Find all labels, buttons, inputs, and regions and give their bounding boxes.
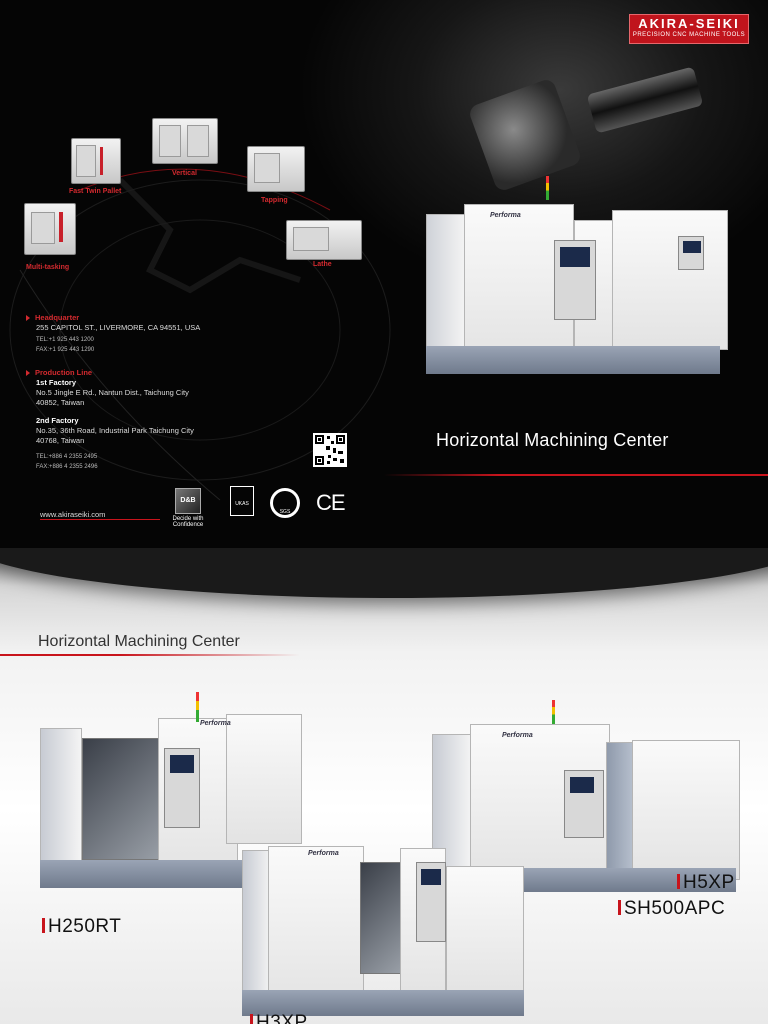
spindle-graphic [467,66,710,193]
product-page: Horizontal Machining Center Performa Per… [0,548,768,1024]
section-title: Horizontal Machining Center [38,633,240,650]
page-divider-swoosh [0,548,768,598]
headquarter-heading: Headquarter [35,313,80,322]
sgs-label: SGS [279,509,291,515]
headquarter-fax: FAX:+1 925 443 1290 [36,347,95,353]
machine-h250rt: Performa [40,688,302,888]
model-label-h3xp: H3XP [250,1012,308,1024]
ukas-label: UKAS [235,501,249,507]
cover-title-underline [384,474,768,476]
model-label-h250rt: H250RT [42,916,121,938]
label-lathe: Lathe [313,261,332,268]
model-name: H3XP [256,1012,308,1024]
production-tel: TEL:+886 4 2355 2495 [36,454,98,460]
model-name: SH500APC [624,898,726,919]
factory1-line2: 40852, Taiwan [36,398,85,407]
factory2-line1: No.35, 36th Road, Industrial Park Taichu… [36,426,194,435]
h5xp-badge: Performa [502,732,533,739]
model-label-sh500apc: SH500APC [618,898,725,920]
production-fax: FAX:+886 4 2355 2496 [36,464,98,470]
model-name: H5XP [683,872,735,893]
factory2-title: 2nd Factory [36,416,79,425]
machine-thumb-multi-tasking [24,203,76,255]
headquarter-tel: TEL:+1 925 443 1200 [36,337,94,343]
cover-title: Horizontal Machining Center [436,430,669,450]
cover-machine-image: Performa [426,176,728,388]
h250rt-badge: Performa [200,720,231,727]
brand-name: AKIRA-SEIKI [638,16,740,31]
label-fast-twin-pallet: Fast Twin Pallet [69,188,122,195]
factory1-line1: No.5 Jingle E Rd., Nantun Dist., Taichun… [36,388,189,397]
machine-h5xp: Performa [432,700,740,908]
website-link[interactable]: www.akiraseiki.com [40,510,106,519]
dnb-badge: D&B Decide with Confidence [160,488,216,528]
brochure-cover: AKIRA-SEIKI PRECISION CNC MACHINE TOOLS … [0,0,768,548]
machine-thumb-vertical [152,118,218,164]
model-name: H250RT [48,916,122,937]
qr-code [313,433,347,467]
bullet-icon [26,315,30,322]
dnb-caption: Decide with Confidence [172,516,204,528]
cover-machine-badge: Performa [490,212,521,219]
production-block: Production Line 1st Factory No.5 Jingle … [26,368,326,472]
machine-thumb-fast-twin-pallet [71,138,121,184]
factory2-line2: 40768, Taiwan [36,436,85,445]
production-heading: Production Line [35,368,93,377]
model-label-h5xp: H5XP [677,872,735,894]
machine-thumb-tapping [247,146,305,192]
bullet-icon [26,370,30,377]
machine-h3xp: Performa [242,840,524,1024]
website-underline [40,519,160,520]
machine-thumb-lathe [286,220,362,260]
brand-logo: AKIRA-SEIKI PRECISION CNC MACHINE TOOLS [629,14,749,44]
ukas-badge: UKAS [230,486,254,516]
h3xp-badge: Performa [308,850,339,857]
sgs-badge: SGS [270,488,300,518]
headquarter-address: 255 CAPITOL ST., LIVERMORE, CA 94551, US… [36,323,201,332]
label-tapping: Tapping [261,197,288,204]
brand-tagline: PRECISION CNC MACHINE TOOLS [632,32,746,38]
factory1-title: 1st Factory [36,378,77,387]
headquarter-block: Headquarter 255 CAPITOL ST., LIVERMORE, … [26,313,326,355]
label-vertical: Vertical [172,170,197,177]
label-multi-tasking: Multi-tasking [26,264,70,271]
ce-mark: CE [316,490,346,515]
world-map-graphic [9,168,391,501]
dnb-logo: D&B [175,488,201,514]
section-title-underline [0,654,300,656]
